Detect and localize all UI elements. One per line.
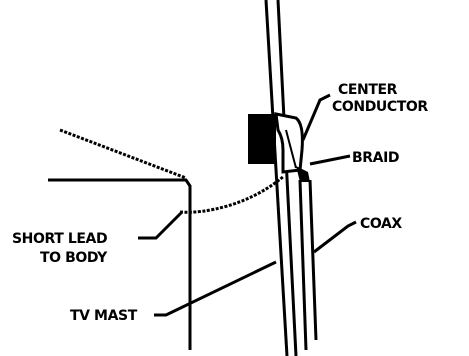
short-lead-label-line2: TO BODY — [40, 250, 108, 266]
coax-cable — [298, 179, 318, 351]
tv-mast-label: TV MAST — [70, 308, 138, 324]
car-body-outline — [48, 178, 192, 350]
short-lead-wire — [179, 174, 285, 214]
tv-mast-leader — [154, 260, 277, 317]
braid-label: BRAID — [352, 150, 399, 166]
center-conductor-label-line2: CONDUCTOR — [332, 99, 428, 115]
short-lead-leader — [138, 210, 184, 240]
tv-mast — [264, 0, 298, 356]
coax-leader — [313, 220, 357, 254]
short-lead-label-line1: SHORT LEAD — [12, 231, 107, 247]
coax-label: COAX — [360, 216, 402, 232]
car-body-top-edge — [59, 128, 187, 180]
center-conductor-label-line1: CENTER — [338, 82, 398, 98]
braid-leader — [309, 154, 351, 166]
mast-clamp — [248, 112, 304, 174]
braid-connection — [296, 166, 310, 182]
center-conductor-leader — [301, 93, 331, 141]
